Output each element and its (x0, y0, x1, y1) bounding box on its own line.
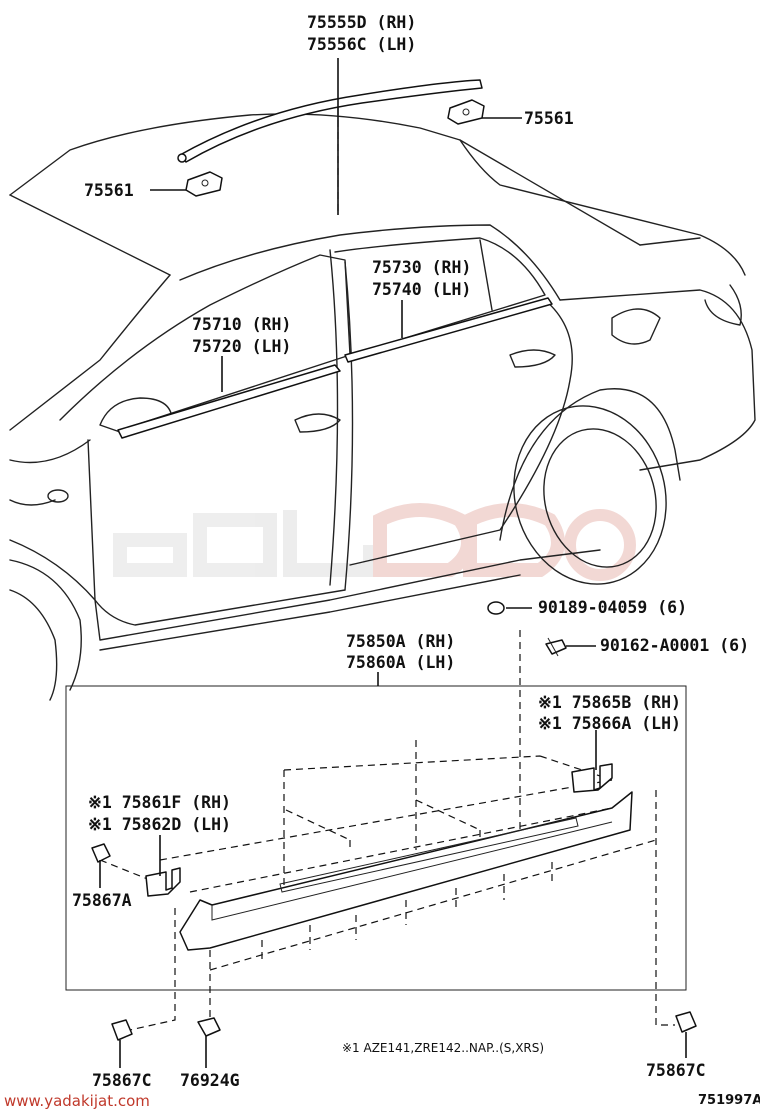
mount-guides (99, 630, 675, 1031)
clip-90189 (487, 601, 505, 615)
label-rear-belt-rh: 75730 (RH) (372, 258, 471, 277)
label-clip-75867c-rear: 75867C (646, 1061, 706, 1080)
front-belt-molding (117, 364, 341, 439)
clip-75867c-rear (675, 1011, 697, 1033)
figure-code: 751997A (698, 1093, 760, 1108)
label-front-belt-lh: 75720 (LH) (192, 337, 291, 356)
label-screw-90162: 90162-A0001 (6) (600, 636, 749, 655)
label-clip-roof-right: 75561 (524, 109, 574, 128)
label-bracket-rear-rh: ※1 75865B (RH) (538, 693, 681, 712)
watermark-url: www.yadakijat.com (4, 1092, 150, 1110)
footnote: ※1 AZE141,ZRE142..NAP..(S,XRS) (342, 1041, 544, 1055)
nut-76924g (197, 1017, 221, 1037)
label-front-belt-rh: 75710 (RH) (192, 315, 291, 334)
clip-75867a (91, 843, 111, 863)
label-roof-molding-rh: 75555D (RH) (307, 13, 416, 32)
bracket-front (145, 867, 181, 897)
bracket-rear (571, 763, 613, 793)
label-clip-90189: 90189-04059 (6) (538, 598, 687, 617)
roof-clip-left (185, 171, 223, 197)
label-bracket-rear-lh: ※1 75866A (LH) (538, 714, 681, 733)
label-bracket-front-rh: ※1 75861F (RH) (88, 793, 231, 812)
label-rocker-rh: 75850A (RH) (346, 632, 455, 651)
label-clip-roof-left: 75561 (84, 181, 134, 200)
watermark-logo (113, 503, 636, 581)
rear-belt-molding (344, 297, 553, 363)
label-rocker-lh: 75860A (LH) (346, 653, 455, 672)
label-clip-75867a: 75867A (72, 891, 132, 910)
roof-clip-right (447, 99, 485, 125)
clip-75867c-front (111, 1019, 133, 1041)
screw-90162 (545, 637, 567, 657)
label-rear-belt-lh: 75740 (LH) (372, 280, 471, 299)
car-body (9, 113, 756, 701)
label-roof-molding-lh: 75556C (LH) (307, 35, 416, 54)
label-bracket-front-lh: ※1 75862D (LH) (88, 815, 231, 834)
roof-molding (177, 79, 483, 163)
rocker-molding (179, 791, 633, 951)
label-nut-76924g: 76924G (180, 1071, 240, 1090)
rocker-panel-box (65, 672, 687, 991)
label-clip-75867c-front: 75867C (92, 1071, 152, 1090)
